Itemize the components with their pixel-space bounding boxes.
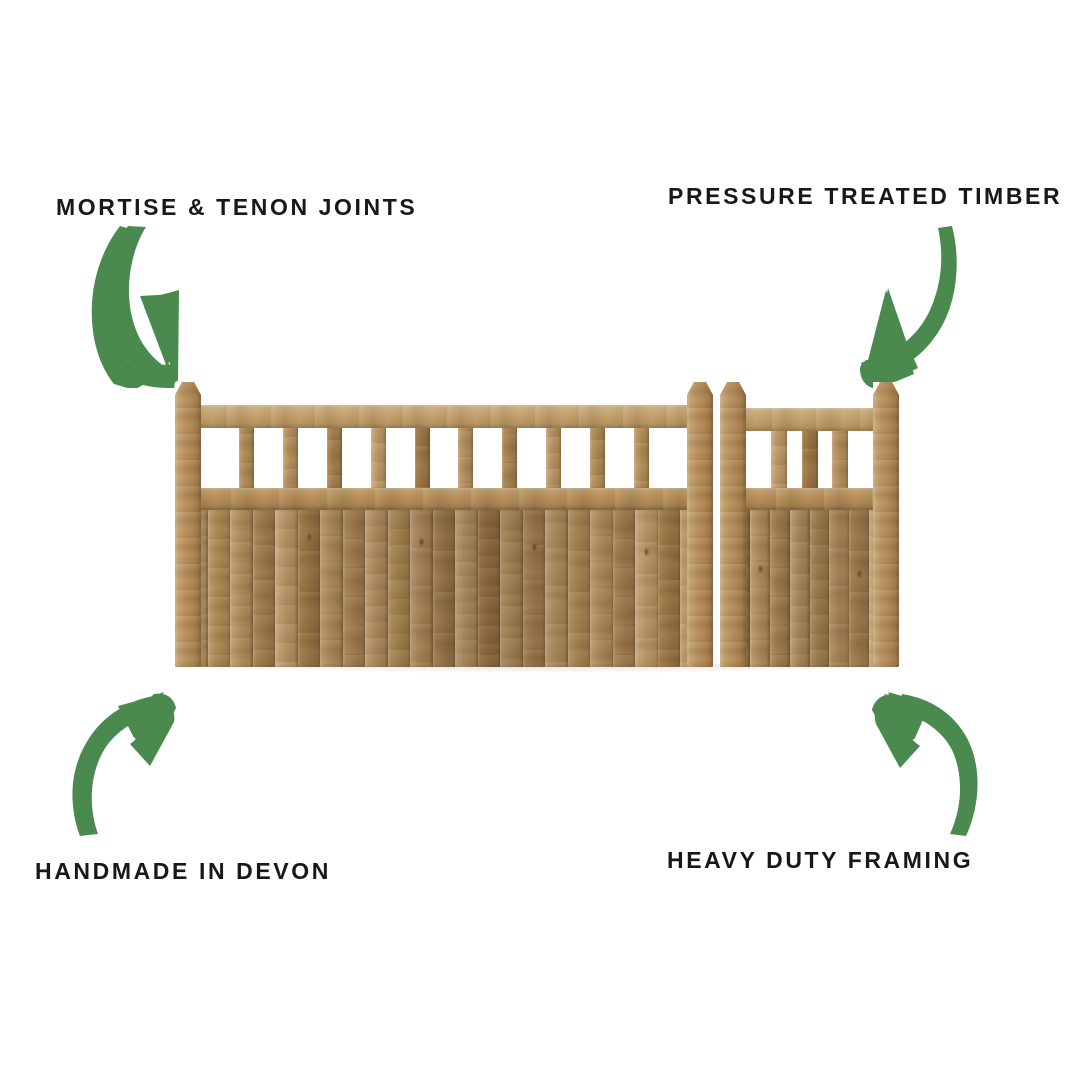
callout-label-heavy-duty-framing: HEAVY DUTY FRAMING bbox=[667, 847, 974, 873]
gate-board bbox=[297, 510, 321, 667]
gate-board bbox=[789, 510, 811, 667]
gate-mid-rail-left bbox=[183, 488, 705, 510]
gate-mid-rail-right bbox=[728, 488, 891, 510]
gate-stile-left-inner bbox=[687, 382, 713, 667]
gate-board bbox=[612, 510, 637, 667]
gate-board bbox=[252, 510, 276, 667]
curved-arrow-down-left-icon bbox=[91, 226, 179, 388]
wooden-driveway-gate-pair bbox=[175, 382, 899, 667]
gate-board bbox=[342, 510, 366, 667]
gate-board bbox=[477, 510, 501, 667]
gate-board bbox=[432, 510, 456, 667]
wood-knot bbox=[306, 533, 312, 541]
curved-arrow-up-right-icon bbox=[72, 692, 176, 836]
gate-board bbox=[749, 510, 771, 667]
gate-board bbox=[590, 510, 614, 667]
gate-board bbox=[500, 510, 524, 667]
gate-board bbox=[567, 510, 591, 667]
gate-board bbox=[635, 510, 659, 667]
gate-top-rail-right bbox=[728, 408, 891, 431]
gate-board bbox=[849, 510, 870, 667]
curved-arrow-down-left-icon bbox=[860, 226, 957, 388]
gate-board bbox=[829, 510, 850, 667]
gate-board bbox=[275, 510, 299, 667]
gate-board bbox=[410, 510, 434, 667]
wood-knot bbox=[857, 570, 863, 578]
gate-board bbox=[387, 510, 411, 667]
gate-board bbox=[230, 510, 254, 667]
callout-label-mortise-tenon-joints: MORTISE & TENON JOINTS bbox=[56, 194, 418, 220]
gate-board bbox=[365, 510, 389, 667]
curved-arrow-up-left-icon bbox=[872, 692, 978, 836]
gate-top-rail-left bbox=[183, 405, 705, 428]
gate-stile-left-outer bbox=[175, 382, 201, 667]
gate-board bbox=[207, 510, 231, 667]
wood-knot bbox=[419, 538, 425, 546]
gate-leaf-right[interactable] bbox=[720, 382, 899, 667]
gate-board bbox=[522, 510, 546, 667]
gate-boarding-left bbox=[185, 510, 703, 667]
gate-board bbox=[769, 510, 791, 667]
gate-board bbox=[545, 510, 569, 667]
gate-board bbox=[320, 510, 344, 667]
gate-board bbox=[455, 510, 479, 667]
wood-knot bbox=[531, 543, 537, 551]
callout-label-pressure-treated-timber: PRESSURE TREATED TIMBER bbox=[668, 183, 1063, 209]
gate-leaf-left[interactable] bbox=[175, 382, 713, 667]
wood-knot bbox=[757, 565, 763, 573]
gate-ground-shadow bbox=[178, 664, 896, 673]
callout-label-handmade-in-devon: HANDMADE IN DEVON bbox=[35, 858, 331, 884]
gate-board bbox=[657, 510, 682, 667]
wood-knot bbox=[644, 548, 650, 556]
gate-boarding-right bbox=[730, 510, 889, 667]
gate-stile-right-inner bbox=[720, 382, 746, 667]
gate-board bbox=[809, 510, 830, 667]
gate-stile-right-outer bbox=[873, 382, 899, 667]
